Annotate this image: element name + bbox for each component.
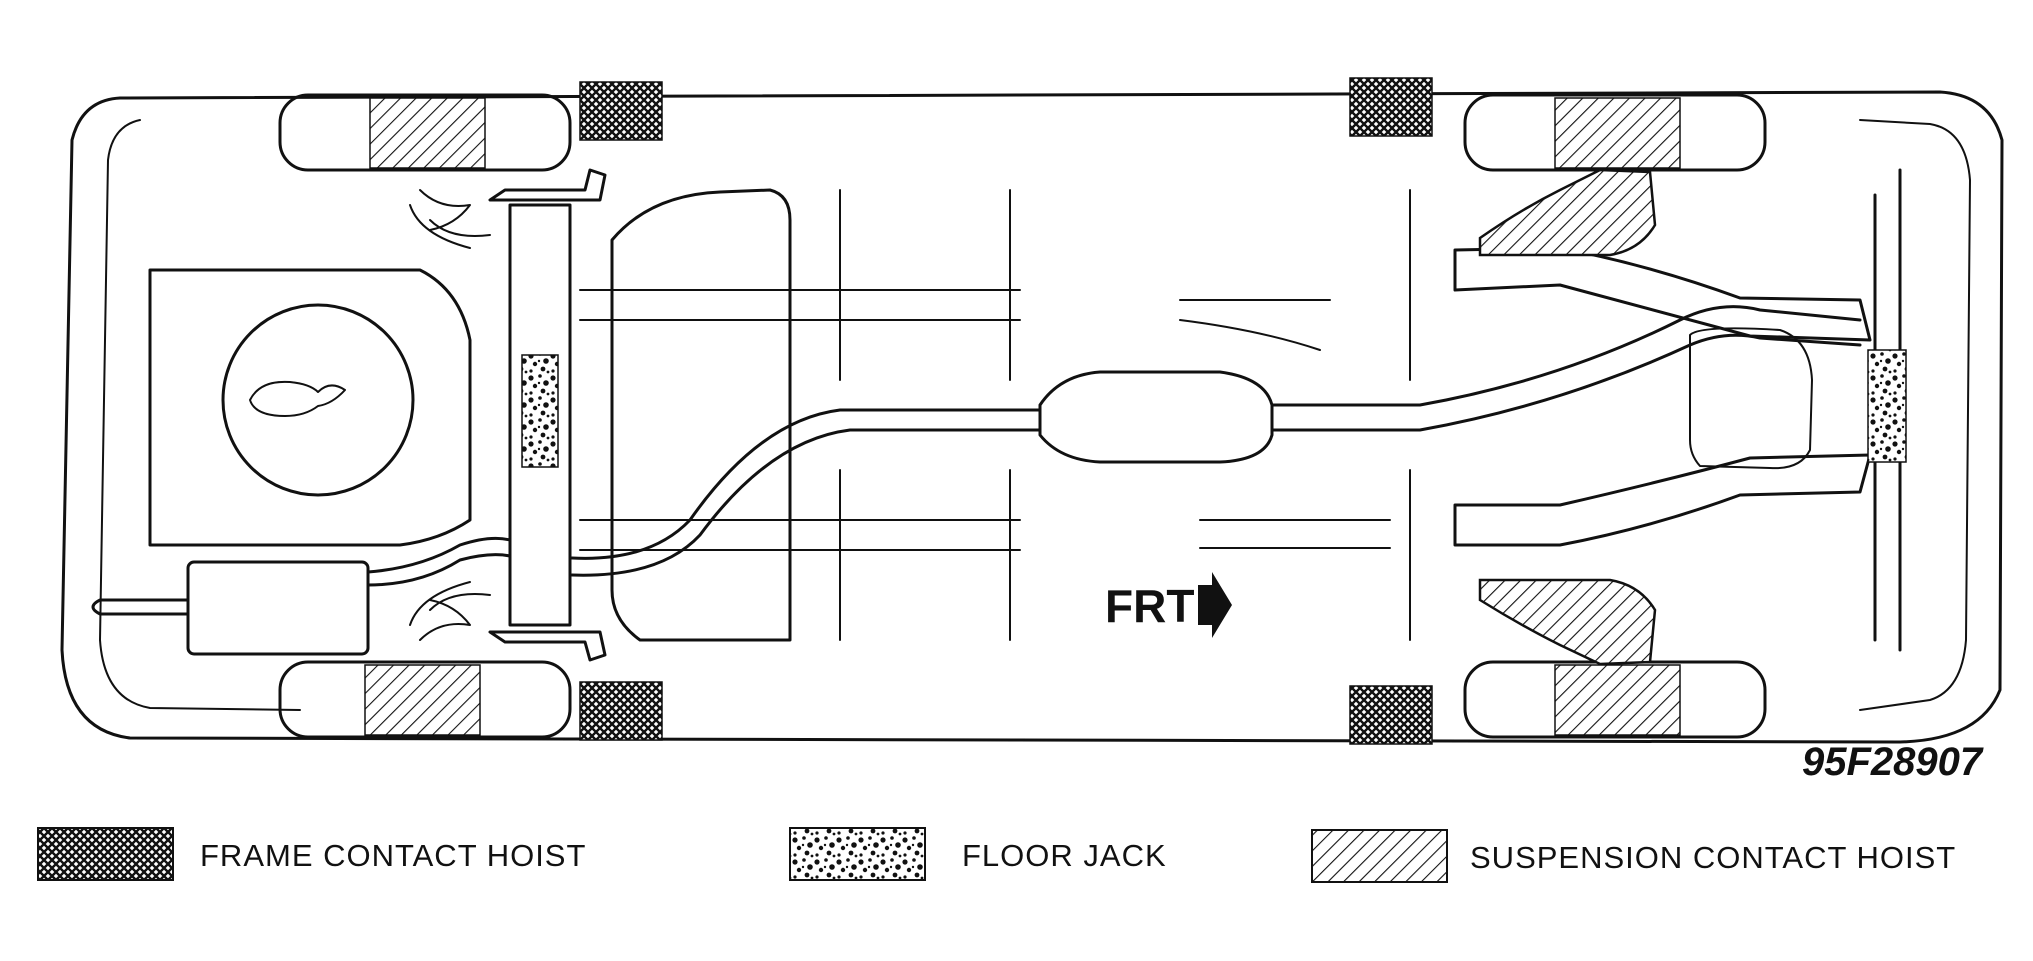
- tailpipe: [91, 598, 190, 616]
- tailpipe-to-axle: [366, 536, 512, 587]
- front-tire-bottom-hatch: [1554, 664, 1681, 736]
- legend-label-suspension-contact-hoist: SUSPENSION CONTACT HOIST: [1470, 840, 1956, 875]
- front-tire-top-hatch: [1554, 97, 1681, 169]
- frame-contact-pad-front-top: [1349, 77, 1433, 137]
- front-direction-label: FRT: [1105, 580, 1194, 632]
- rear-spring-bottom: [409, 581, 491, 641]
- body-outline: [60, 90, 2004, 744]
- front-control-arm-bottom: [1453, 453, 1872, 547]
- front-direction-arrow-icon: [1198, 572, 1232, 638]
- frame-contact-pad-rear-bottom: [579, 681, 663, 741]
- rear-axle-top-mount: [488, 168, 607, 202]
- floor-pan-rails: [1179, 299, 1391, 549]
- rear-spring-top: [409, 189, 491, 249]
- floor-pan-left: [579, 289, 1021, 551]
- rear-tire-bottom-hatch: [364, 664, 481, 736]
- frame-contact-pad-front-bottom: [1349, 685, 1433, 745]
- rear-tire-top: [278, 93, 572, 172]
- legend: FRAME CONTACT HOIST FLOOR JACK SUSPENSIO…: [37, 827, 1956, 883]
- catalytic-converter: [1038, 370, 1274, 464]
- spare-tire-hub: [249, 380, 346, 417]
- spare-tire-well: [148, 268, 472, 547]
- legend-label-frame-contact-hoist: FRAME CONTACT HOIST: [200, 838, 586, 873]
- floor-pan-center: [839, 189, 1411, 641]
- exhaust-pipe-upper: [570, 408, 1042, 560]
- muffler: [186, 560, 370, 656]
- rear-axle-beam: [508, 203, 572, 627]
- rear-tire-top-hatch: [369, 97, 486, 169]
- spare-tire-circle: [221, 303, 415, 497]
- legend-label-floor-jack: FLOOR JACK: [962, 838, 1167, 873]
- exhaust-pipe-lower: [570, 428, 1042, 577]
- legend-swatch-suspension-contact-hoist: [1311, 829, 1448, 883]
- legend-swatch-floor-jack: [789, 827, 926, 881]
- fuel-tank: [610, 188, 792, 642]
- frame-contact-pad-rear-top: [579, 81, 663, 141]
- rear-axle-bottom-mount: [488, 630, 607, 662]
- body-inner-outline: [99, 119, 1971, 711]
- floor-jack-pad-rear-axle: [521, 354, 559, 468]
- suspension-contact-pad-front-top: [1478, 168, 1657, 257]
- exhaust-pipe-front: [1270, 305, 1862, 432]
- rear-tire-bottom: [278, 660, 572, 739]
- suspension-contact-pad-front-bottom: [1478, 578, 1657, 666]
- floor-jack-pad-front-crossmember: [1867, 349, 1907, 463]
- engine-oil-pan: [1689, 327, 1813, 470]
- front-control-arm-top: [1453, 246, 1872, 342]
- legend-swatch-frame-contact-hoist: [37, 827, 174, 881]
- figure-code: 95F28907: [1802, 740, 1984, 784]
